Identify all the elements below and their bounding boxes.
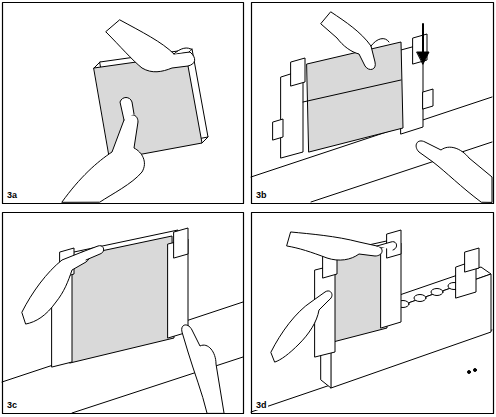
hand: [62, 115, 144, 202]
hand: [321, 12, 375, 69]
gel-plates: [202, 137, 208, 143]
casting-stand: [414, 295, 426, 302]
casting-stand: [468, 371, 471, 374]
casting-frame: [273, 34, 433, 158]
hand: [174, 48, 192, 54]
arrow: [422, 24, 424, 54]
casting-frame: [68, 236, 174, 363]
hand: [82, 246, 104, 260]
hand: [321, 12, 492, 202]
hand: [287, 232, 382, 260]
hand: [377, 242, 397, 250]
casting-stand: [474, 369, 477, 372]
panel-label: 3b: [255, 191, 268, 200]
hand: [62, 20, 195, 202]
casting-frame: [423, 89, 433, 109]
casting-stand: [465, 248, 479, 272]
casting-frame: [174, 228, 188, 258]
panel-frame: [3, 3, 244, 204]
hand: [371, 39, 389, 46]
hand: [106, 20, 195, 72]
hand: [271, 291, 332, 362]
illustration-stroke: [2, 3, 494, 414]
panel-frame: [252, 213, 494, 414]
casting-frame: [307, 42, 403, 152]
hand: [22, 252, 89, 324]
casting-frame: [291, 58, 305, 86]
arrow: [417, 24, 429, 64]
panel-frame: [252, 3, 494, 204]
casting-frame: [273, 119, 283, 140]
hand: [182, 325, 224, 413]
hand: [416, 141, 492, 202]
hand: [271, 232, 397, 362]
hand: [120, 98, 134, 121]
panel-label: 3c: [6, 401, 18, 410]
gel-plates: [94, 62, 100, 68]
hand: [22, 246, 224, 413]
panel-frame: [3, 213, 244, 414]
panel-label: 3a: [6, 191, 18, 200]
casting-frame: [303, 80, 401, 102]
panel-label: 3d: [255, 401, 268, 410]
casting-stand: [431, 289, 443, 296]
panel-frame: [3, 3, 494, 414]
arrow: [417, 52, 429, 64]
casting-frame: [52, 228, 188, 367]
